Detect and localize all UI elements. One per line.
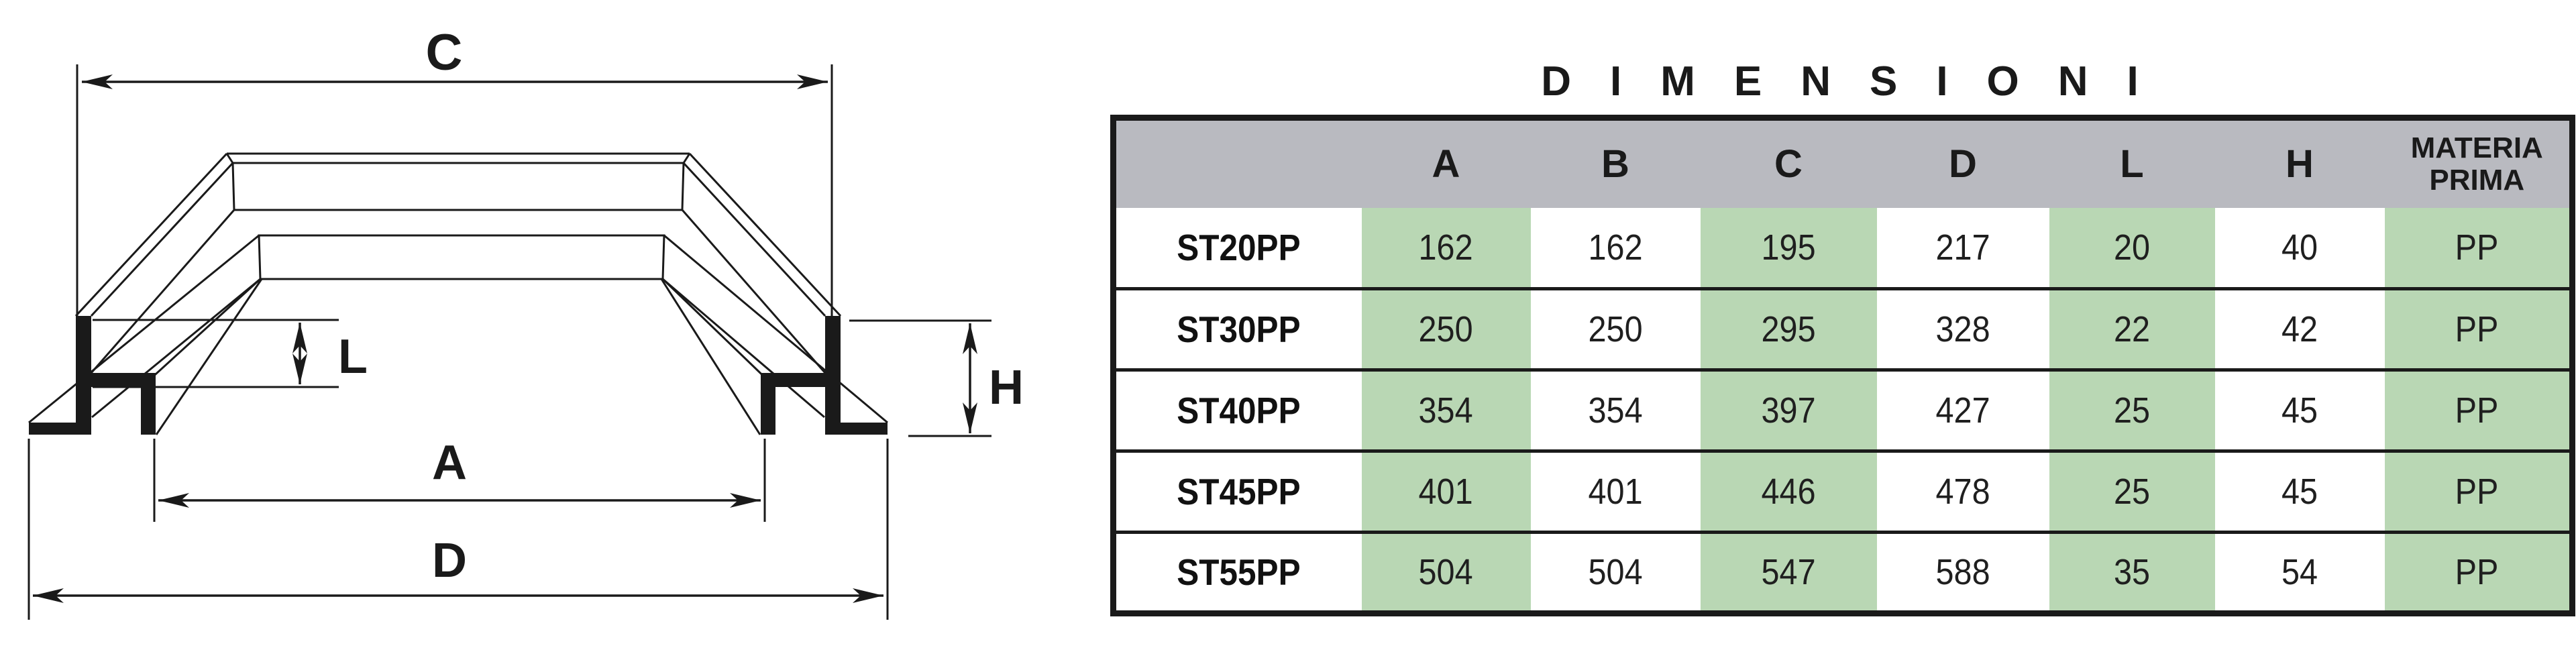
cell-materia: PP (2384, 207, 2573, 289)
cell-name: ST20PP (1177, 226, 1301, 268)
cell-materia: PP (2384, 531, 2573, 614)
cell-d: 217 (1935, 227, 1990, 268)
cell-name: ST40PP (1113, 368, 1362, 451)
cell-d: 478 (1876, 449, 2049, 533)
dimension-d: D (28, 439, 889, 620)
cell-h: 54 (2214, 531, 2385, 614)
table-row-st45pp: ST45PP 401 401 446 478 25 45 PP (1113, 449, 2573, 533)
frame-outline (28, 152, 888, 435)
cell-materia: PP (2384, 287, 2573, 370)
cell-h: 40 (2281, 227, 2318, 268)
dim-label-h: H (989, 361, 1024, 415)
cell-materia: PP (2384, 368, 2573, 451)
header-b: B (1530, 117, 1701, 208)
cell-d: 427 (1876, 368, 2049, 451)
table-row-st20pp: ST20PP 162 162 195 217 20 40 PP (1114, 207, 2573, 289)
cell-a: 162 (1361, 207, 1531, 289)
header-a: A (1361, 117, 1531, 208)
profile-cross-sections (29, 316, 888, 435)
right-profile-section (761, 316, 888, 435)
header-l: L (2049, 117, 2215, 208)
cell-a: 354 (1361, 368, 1531, 451)
cell-h: 45 (2214, 368, 2385, 451)
cell-b: 504 (1530, 531, 1701, 614)
table-row-st40pp: ST40PP 354 354 397 427 25 45 PP (1113, 368, 2573, 451)
dim-label-d: D (432, 534, 467, 588)
header-c: C (1700, 117, 1877, 208)
dimension-a: A (153, 436, 766, 522)
cell-b: 401 (1530, 449, 1701, 533)
cell-materia: PP (2384, 449, 2573, 533)
materia-line2: PRIMA (2429, 163, 2525, 197)
cell-c: 195 (1700, 207, 1877, 289)
cell-b: 250 (1530, 287, 1701, 370)
dimensions-table: A B C D L H MATERIA PRIMA ST20PP 162 162… (1110, 115, 2575, 616)
cell-h: 42 (2214, 287, 2385, 370)
table-body: ST20PP 162 162 195 217 20 40 PP ST30PP 2… (1113, 207, 2573, 614)
dim-label-a: A (432, 436, 467, 490)
cell-name: ST30PP (1113, 287, 1362, 370)
back-rail-face (231, 162, 685, 211)
materia-line1: MATERIA (2410, 131, 2543, 165)
dimension-c: C (76, 24, 833, 316)
cell-c: 295 (1700, 287, 1877, 370)
table-row-st55pp: ST55PP 504 504 547 588 35 54 PP (1113, 531, 2573, 614)
cell-l: 25 (2049, 368, 2215, 451)
cell-h: 45 (2214, 449, 2385, 533)
cell-c: 547 (1700, 531, 1877, 614)
cell-c: 397 (1700, 368, 1877, 451)
cell-name: ST45PP (1113, 449, 1362, 533)
header-row: A B C D L H MATERIA PRIMA (1113, 117, 2573, 208)
cell-a: 401 (1361, 449, 1531, 533)
cell-a: 250 (1361, 287, 1531, 370)
dimension-l: L (93, 319, 368, 388)
header-materia-prima: MATERIA PRIMA (2384, 117, 2573, 208)
cell-l: 20 (2049, 207, 2215, 289)
cell-b: 162 (1588, 227, 1643, 268)
table-title: DIMENSIONI (1541, 58, 2178, 105)
table-row-st30pp: ST30PP 250 250 295 328 22 42 PP (1113, 287, 2573, 370)
profile-technical-drawing: C L H A D (28, 24, 1024, 620)
left-profile-section (29, 316, 156, 435)
cell-l: 25 (2049, 449, 2215, 533)
header-empty (1113, 117, 1362, 208)
cell-name: ST55PP (1113, 531, 1362, 614)
dim-label-l: L (338, 330, 368, 384)
dim-label-c: C (426, 24, 463, 81)
table-header: A B C D L H MATERIA PRIMA (1113, 117, 2573, 208)
cell-d: 328 (1876, 287, 2049, 370)
cell-c: 446 (1700, 449, 1877, 533)
cell-l: 22 (2049, 287, 2215, 370)
cell-b: 354 (1530, 368, 1701, 451)
cell-a: 504 (1361, 531, 1531, 614)
header-d: D (1876, 117, 2049, 208)
dimension-h: H (849, 319, 1024, 437)
header-h: H (2214, 117, 2385, 208)
cell-l: 35 (2049, 531, 2215, 614)
front-rail-face (258, 234, 665, 280)
cell-d: 588 (1876, 531, 2049, 614)
